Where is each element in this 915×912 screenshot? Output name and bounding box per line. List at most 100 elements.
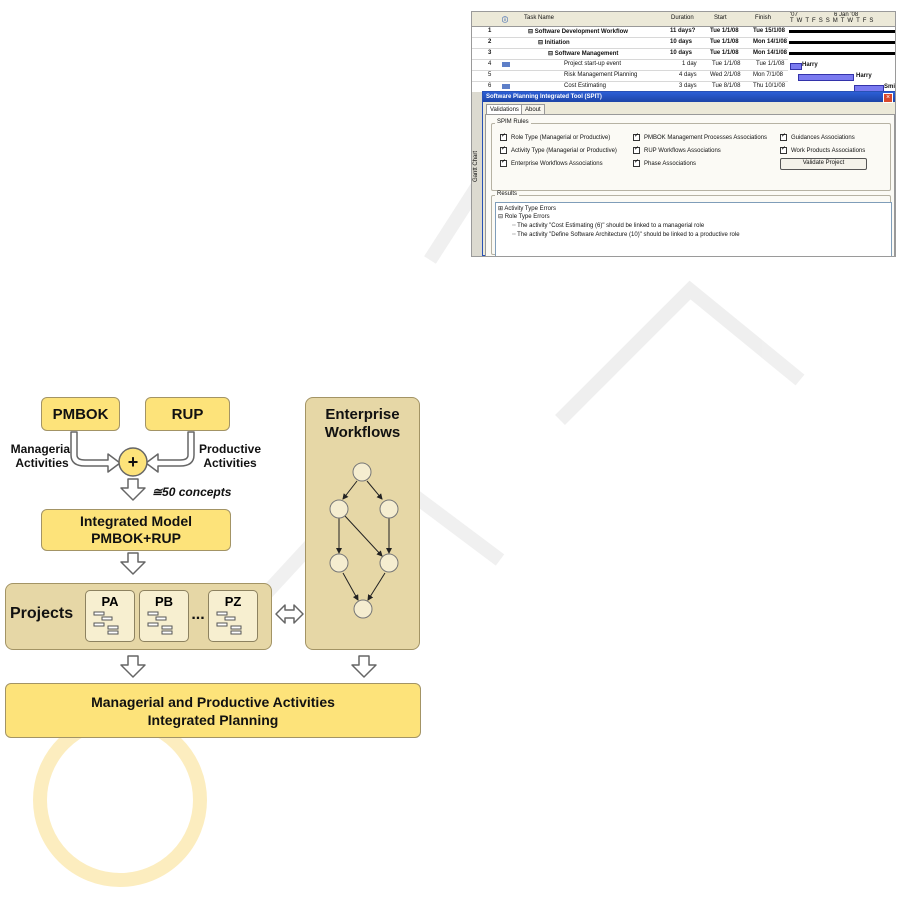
- row-start: Tue 1/1/08: [710, 28, 739, 34]
- rule-checkbox[interactable]: Phase Associations: [633, 158, 696, 168]
- double-arrow: [275, 604, 304, 624]
- row-finish: Tue 15/1/08: [753, 28, 785, 34]
- column-finish[interactable]: Finish: [755, 15, 772, 21]
- row-finish: Mon 7/1/08: [753, 72, 784, 78]
- results-tree[interactable]: ⊞ Activity Type Errors ⊟ Role Type Error…: [495, 202, 892, 256]
- rule-checkbox[interactable]: Role Type (Managerial or Productive): [500, 132, 610, 142]
- task-bar[interactable]: [798, 74, 854, 81]
- dialog-title: Software Planning Integrated Tool (SPIT): [483, 92, 895, 102]
- row-finish: Mon 14/1/08: [753, 50, 788, 56]
- rule-checkbox[interactable]: Enterprise Workflows Associations: [500, 158, 603, 168]
- rule-checkbox[interactable]: Guidances Associations: [780, 132, 855, 142]
- row-start: Wed 2/1/08: [710, 72, 741, 78]
- row-id: 3: [488, 50, 492, 56]
- row-id: 6: [488, 83, 492, 89]
- plus-sign: +: [127, 452, 139, 472]
- row-id: 1: [488, 28, 492, 34]
- bar-label: Smi: [884, 84, 896, 90]
- validate-project-button[interactable]: Validate Project: [780, 158, 867, 170]
- rule-checkbox[interactable]: PMBOK Management Processes Associations: [633, 132, 767, 142]
- project-pz: PZ: [208, 590, 258, 642]
- plus-circle: [118, 447, 148, 477]
- tab-about[interactable]: About: [521, 104, 545, 115]
- column-start[interactable]: Start: [714, 15, 727, 21]
- tree-leaf[interactable]: ┈ The activity "Define Software Architec…: [512, 232, 740, 238]
- row-start: Tue 1/1/08: [710, 39, 739, 45]
- workflow-node: [379, 553, 399, 573]
- productive-arrow: [145, 431, 195, 473]
- workflow-node: [353, 599, 373, 619]
- workflow-node: [329, 553, 349, 573]
- project-screenshot: ⓘ Task Name Duration Start Finish '07 6 …: [471, 11, 896, 257]
- timescale-year: '07: [790, 12, 798, 18]
- row-duration: 10 days: [670, 39, 693, 45]
- table-row[interactable]: 2 ⊟ Initiation 10 days Tue 1/1/08 Mon 14…: [472, 38, 788, 49]
- column-task-name[interactable]: Task Name: [524, 15, 555, 21]
- row-start: Tue 1/1/08: [710, 50, 739, 56]
- rules-group-label: SPIM Rules: [495, 119, 531, 125]
- row-id: 4: [488, 61, 492, 67]
- row-start: Tue 8/1/08: [712, 83, 741, 89]
- task-bar[interactable]: [790, 63, 802, 70]
- row-name: ⊟ Software Management: [548, 51, 619, 57]
- notes-icon: [502, 84, 510, 89]
- managerial-arrow: [70, 431, 121, 473]
- down-arrow: [120, 478, 146, 501]
- pmbok-box: PMBOK: [41, 397, 120, 431]
- concepts-label: ≅50 concepts: [152, 485, 232, 499]
- projects-label: Projects: [10, 605, 74, 622]
- row-duration: 4 days: [679, 72, 697, 78]
- project-pb: PB: [139, 590, 189, 642]
- row-name: ⊟ Software Development Workflow: [528, 29, 628, 35]
- row-name: Project start-up event: [564, 61, 622, 67]
- row-start: Tue 1/1/08: [712, 61, 741, 67]
- row-name: ⊟ Initiation: [538, 40, 570, 46]
- row-duration: 10 days: [670, 50, 693, 56]
- bar-label: Harry: [856, 73, 872, 79]
- table-row[interactable]: 4 Project start-up event 1 day Tue 1/1/0…: [472, 60, 788, 71]
- summary-bar[interactable]: [789, 52, 895, 55]
- tree-node[interactable]: ⊞ Activity Type Errors: [498, 206, 556, 212]
- down-arrow: [120, 552, 146, 575]
- timescale-week: 6 Jan '08: [834, 12, 859, 18]
- notes-icon: [502, 62, 510, 67]
- gantt-icon: [147, 611, 173, 635]
- ellipsis: ...: [191, 606, 205, 623]
- row-finish: Tue 1/1/08: [756, 61, 785, 67]
- timescale-header: '07 6 Jan '08 TWTFSSMTWTFS: [788, 12, 895, 27]
- gantt-icon: [93, 611, 119, 635]
- tree-node[interactable]: ⊟ Role Type Errors: [498, 214, 550, 220]
- table-row[interactable]: 3 ⊟ Software Management 10 days Tue 1/1/…: [472, 49, 788, 60]
- row-id: 2: [488, 39, 492, 45]
- tree-leaf[interactable]: ┈ The activity "Cost Estimating (6)" sho…: [512, 223, 705, 229]
- info-icon: ⓘ: [502, 18, 509, 24]
- column-duration[interactable]: Duration: [671, 15, 694, 21]
- rule-checkbox[interactable]: RUP Workflows Associations: [633, 145, 721, 155]
- row-name: Cost Estimating: [564, 83, 607, 89]
- gantt-header: ⓘ Task Name Duration Start Finish: [472, 12, 788, 27]
- row-duration: 3 days: [679, 83, 697, 89]
- summary-bar[interactable]: [789, 41, 895, 44]
- spit-dialog: Software Planning Integrated Tool (SPIT)…: [482, 91, 895, 256]
- summary-bar[interactable]: [789, 30, 895, 33]
- gantt-icon: [216, 611, 242, 635]
- row-finish: Thu 10/1/08: [753, 83, 786, 89]
- row-duration: 11 days?: [670, 28, 696, 34]
- bar-label: Harry: [802, 62, 818, 68]
- rule-checkbox[interactable]: Work Products Associations: [780, 145, 865, 155]
- close-button[interactable]: ×: [883, 93, 893, 103]
- table-row[interactable]: 5 Risk Management Planning 4 days Wed 2/…: [472, 71, 788, 82]
- workflow-node: [329, 499, 349, 519]
- workflow-node: [352, 462, 372, 482]
- rules-group: [491, 123, 891, 191]
- timescale-days: TWTFSSMTWTFS: [790, 18, 877, 24]
- down-arrow: [120, 655, 146, 678]
- table-row[interactable]: 1 ⊟ Software Development Workflow 11 day…: [472, 27, 788, 38]
- rule-checkbox[interactable]: Activity Type (Managerial or Productive): [500, 145, 617, 155]
- row-name: Risk Management Planning: [564, 72, 638, 78]
